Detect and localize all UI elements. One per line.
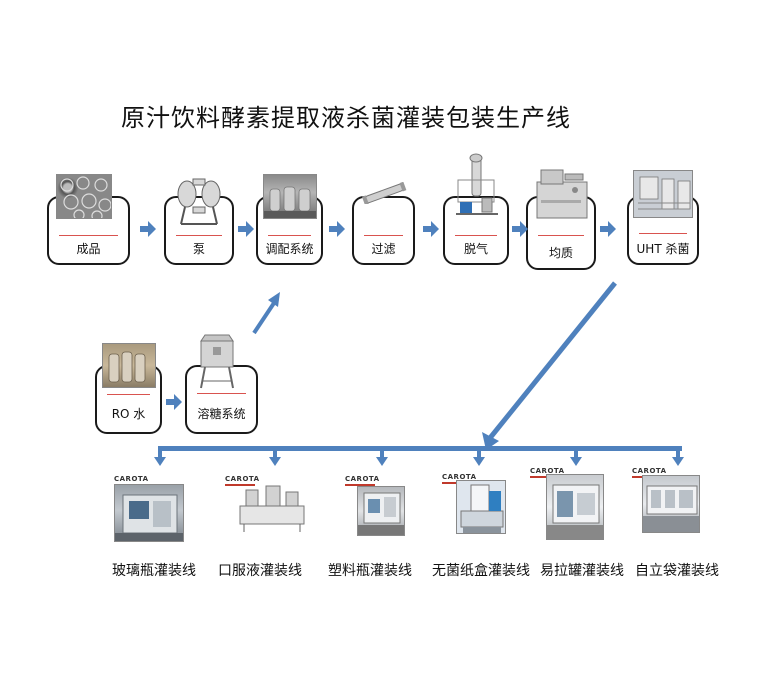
step-label: 均质	[548, 246, 573, 260]
brand-logo: CAROTA	[530, 467, 565, 478]
plastic-bottle-line-photo	[357, 486, 405, 536]
line-label: 口服液灌装线	[218, 563, 302, 579]
brand-logo: CAROTA	[442, 473, 477, 484]
arrow-2	[238, 221, 254, 237]
brand-logo: CAROTA	[225, 475, 260, 486]
product-photo	[56, 174, 112, 219]
arrow-1	[140, 221, 156, 237]
degasser-photo	[452, 152, 502, 220]
step-label: 成品	[76, 242, 101, 256]
arrow-sugar-to-mixing	[252, 301, 276, 335]
arrow-3	[329, 221, 345, 237]
step-label: UHT 杀菌	[636, 242, 690, 256]
line-label: 无菌纸盒灌装线	[432, 563, 530, 579]
ro-water-photo	[102, 343, 156, 388]
page-title: 原汁饮料酵素提取液杀菌灌装包装生产线	[121, 104, 571, 132]
brand-logo: CAROTA	[632, 467, 667, 478]
filter-photo	[360, 182, 408, 204]
uht-sterilizer-photo	[633, 170, 693, 218]
step-filter: 过滤	[352, 196, 415, 265]
step-degas: 脱气	[443, 196, 509, 265]
distribution-bar	[158, 446, 682, 451]
step-label: 泵	[192, 242, 205, 256]
step-label: 调配系统	[265, 242, 314, 256]
homogenizer-photo	[531, 160, 593, 222]
arrow-5	[512, 221, 528, 237]
can-line-photo	[546, 474, 604, 540]
line-label: 易拉罐灌装线	[540, 563, 624, 579]
mixing-tanks-photo	[263, 174, 317, 219]
brand-logo: CAROTA	[345, 475, 380, 486]
line-label: 自立袋灌装线	[635, 563, 719, 579]
oral-liquid-line-photo	[236, 484, 308, 534]
line-label: 塑料瓶灌装线	[328, 563, 412, 579]
step-label: 溶糖系统	[197, 407, 246, 421]
step-label: RO 水	[111, 407, 146, 421]
standup-pouch-line-photo	[642, 475, 700, 533]
arrow-4	[423, 221, 439, 237]
pump-photo	[175, 174, 223, 226]
step-label: 脱气	[463, 242, 488, 256]
brand-logo: CAROTA	[114, 475, 149, 486]
sugar-dissolving-photo	[193, 333, 243, 391]
line-label: 玻璃瓶灌装线	[112, 563, 196, 579]
aseptic-carton-line-photo	[456, 480, 506, 534]
arrow-uht-to-lines	[488, 281, 617, 440]
step-label: 过滤	[371, 242, 396, 256]
arrow-7	[166, 394, 182, 410]
arrow-6	[600, 221, 616, 237]
glass-bottle-line-photo	[114, 484, 184, 542]
